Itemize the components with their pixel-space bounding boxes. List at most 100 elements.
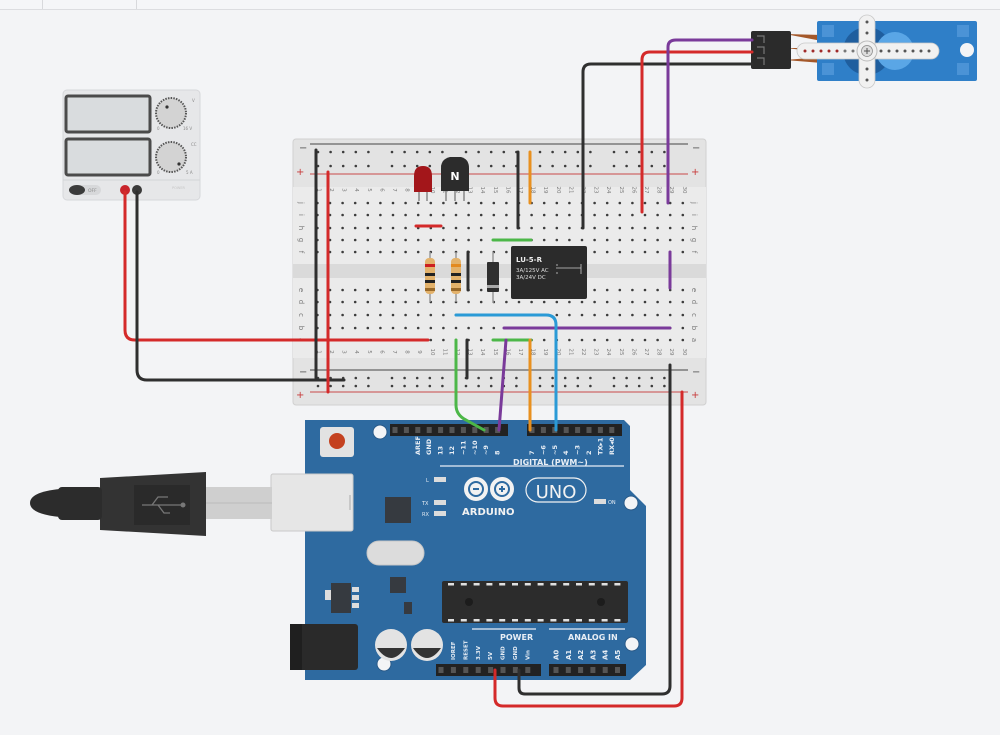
terminal-hole[interactable] — [580, 313, 584, 317]
rail-hole[interactable] — [464, 150, 468, 154]
header-pin[interactable] — [565, 667, 571, 673]
terminal-hole[interactable] — [442, 326, 445, 330]
rail-hole[interactable] — [464, 384, 468, 388]
terminal-hole[interactable] — [618, 313, 622, 317]
rail-hole[interactable] — [650, 376, 654, 380]
terminal-hole[interactable] — [668, 201, 672, 205]
voltage-knob[interactable] — [155, 97, 187, 129]
rail-hole[interactable] — [502, 150, 506, 154]
terminal-hole[interactable] — [467, 213, 470, 217]
terminal-hole[interactable] — [668, 213, 672, 217]
rail-hole[interactable] — [441, 384, 444, 388]
terminal-hole[interactable] — [479, 288, 483, 292]
rail-hole[interactable] — [477, 384, 480, 388]
rail-hole[interactable] — [625, 164, 628, 168]
rail-hole[interactable] — [576, 164, 580, 168]
rail-hole[interactable] — [538, 384, 542, 388]
terminal-hole[interactable] — [542, 338, 546, 342]
terminal-hole[interactable] — [391, 300, 395, 304]
wire-arduino-5v[interactable] — [493, 390, 684, 708]
rail-hole[interactable] — [637, 164, 641, 168]
terminal-hole[interactable] — [341, 213, 344, 217]
rail-hole[interactable] — [663, 150, 666, 154]
terminal-hole[interactable] — [568, 338, 571, 342]
rail-hole[interactable] — [428, 376, 432, 380]
terminal-hole[interactable] — [593, 250, 596, 254]
header-pin[interactable] — [475, 667, 481, 673]
terminal-hole[interactable] — [492, 201, 496, 205]
terminal-hole[interactable] — [429, 238, 433, 242]
terminal-hole[interactable] — [353, 250, 357, 254]
rail-hole[interactable] — [367, 384, 370, 388]
terminal-hole[interactable] — [643, 288, 647, 292]
rail-hole[interactable] — [576, 150, 580, 154]
terminal-hole[interactable] — [517, 300, 521, 304]
current-knob[interactable] — [155, 141, 187, 173]
terminal-hole[interactable] — [479, 250, 483, 254]
rail-hole[interactable] — [415, 150, 419, 154]
terminal-hole[interactable] — [631, 213, 634, 217]
header-pin[interactable] — [525, 667, 531, 673]
terminal-hole[interactable] — [505, 201, 508, 205]
rail-hole[interactable] — [538, 150, 542, 154]
breadboard[interactable]: − + − + − + − + 123456789101112131415161… — [292, 138, 707, 406]
terminal-hole[interactable] — [416, 213, 420, 217]
terminal-hole[interactable] — [404, 226, 407, 230]
wire-servo-power[interactable] — [640, 50, 754, 214]
terminal-hole[interactable] — [404, 213, 407, 217]
terminal-hole[interactable] — [593, 313, 596, 317]
terminal-hole[interactable] — [681, 326, 685, 330]
terminal-hole[interactable] — [555, 300, 559, 304]
terminal-hole[interactable] — [681, 250, 685, 254]
terminal-hole[interactable] — [404, 238, 407, 242]
terminal-hole[interactable] — [341, 300, 344, 304]
terminal-hole[interactable] — [593, 300, 596, 304]
terminal-hole[interactable] — [681, 201, 685, 205]
terminal-hole[interactable] — [379, 313, 382, 317]
terminal-hole[interactable] — [618, 238, 622, 242]
terminal-hole[interactable] — [530, 300, 533, 304]
terminal-hole[interactable] — [429, 213, 433, 217]
terminal-hole[interactable] — [391, 313, 395, 317]
terminal-hole[interactable] — [353, 313, 357, 317]
terminal-hole[interactable] — [631, 300, 634, 304]
header-pin[interactable] — [488, 667, 494, 673]
terminal-hole[interactable] — [643, 213, 647, 217]
terminal-hole[interactable] — [618, 213, 622, 217]
terminal-hole[interactable] — [341, 326, 344, 330]
rail-hole[interactable] — [637, 150, 641, 154]
terminal-hole[interactable] — [492, 213, 496, 217]
header-pin[interactable] — [597, 427, 603, 433]
terminal-hole[interactable] — [668, 238, 672, 242]
terminal-hole[interactable] — [366, 250, 370, 254]
header-pin[interactable] — [615, 667, 620, 673]
terminal-hole[interactable] — [643, 250, 647, 254]
terminal-hole[interactable] — [479, 300, 483, 304]
terminal-hole[interactable] — [542, 201, 546, 205]
terminal-hole[interactable] — [681, 226, 685, 230]
terminal-hole[interactable] — [404, 313, 407, 317]
negative-terminal[interactable] — [132, 185, 142, 195]
terminal-hole[interactable] — [643, 201, 647, 205]
rail-hole[interactable] — [589, 164, 592, 168]
terminal-hole[interactable] — [353, 226, 357, 230]
header-pin[interactable] — [438, 667, 444, 673]
terminal-hole[interactable] — [555, 201, 559, 205]
terminal-hole[interactable] — [643, 238, 647, 242]
rail-hole[interactable] — [390, 164, 394, 168]
terminal-hole[interactable] — [479, 326, 483, 330]
terminal-hole[interactable] — [391, 226, 395, 230]
header-pin[interactable] — [540, 427, 546, 433]
rail-hole[interactable] — [612, 376, 616, 380]
terminal-hole[interactable] — [492, 226, 496, 230]
rail-hole[interactable] — [563, 376, 567, 380]
terminal-hole[interactable] — [656, 300, 659, 304]
terminal-hole[interactable] — [568, 213, 571, 217]
rail-hole[interactable] — [489, 150, 493, 154]
terminal-hole[interactable] — [568, 201, 571, 205]
terminal-hole[interactable] — [618, 300, 622, 304]
relay[interactable]: LU-5-R 3A/125V AC 3A/24V DC — [511, 246, 587, 299]
header-pin[interactable] — [460, 427, 466, 433]
terminal-hole[interactable] — [656, 250, 659, 254]
